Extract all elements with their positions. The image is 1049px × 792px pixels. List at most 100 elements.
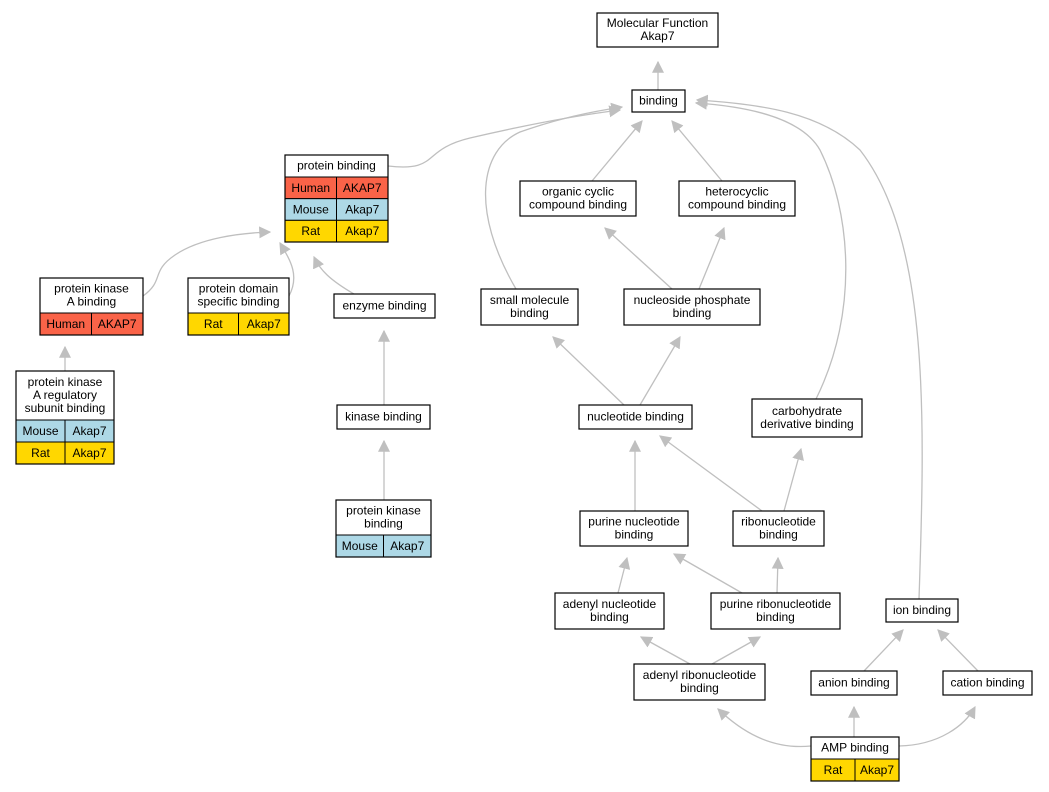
node-label: nucleotide binding: [587, 410, 684, 424]
node-border: [519, 180, 637, 217]
node-border: [333, 293, 436, 319]
gene-label: AKAP7: [343, 181, 382, 195]
node-background: [634, 664, 765, 700]
node-border: [480, 288, 579, 326]
node-label: subunit binding: [25, 401, 106, 415]
node-background: [733, 511, 824, 546]
node-label: binding: [759, 528, 798, 542]
node-label: small molecule: [490, 293, 570, 307]
node-border: [596, 12, 719, 48]
node-label: binding: [590, 610, 629, 624]
node-label: binding: [639, 94, 678, 108]
node-background: [597, 13, 718, 47]
edge-adenyl-ribonucleotide-binding-to-adenyl-nucleotide-binding: [639, 636, 691, 665]
edge-protein-kinase-a-binding-to-protein-binding: [142, 226, 272, 297]
node-label: binding: [673, 306, 712, 320]
node-binding[interactable]: binding: [631, 89, 686, 113]
node-cation-binding[interactable]: cation binding: [942, 670, 1033, 696]
species-label: Mouse: [342, 539, 378, 553]
node-label: cation binding: [950, 676, 1024, 690]
node-border: [336, 404, 431, 430]
node-background: [943, 671, 1032, 695]
edge-protein-binding-to-binding: [387, 105, 622, 168]
node-border: [810, 670, 898, 696]
edge-adenyl-nucleotide-binding-to-purine-nucleotide-binding: [617, 556, 631, 594]
gene-label: Akap7: [860, 763, 894, 777]
gene-label: Akap7: [390, 539, 424, 553]
node-label: ion binding: [893, 603, 951, 617]
edge-nucleotide-binding-to-nucleoside-phosphate-binding: [639, 335, 681, 406]
species-label: Human: [291, 181, 330, 195]
node-label: binding: [510, 306, 549, 320]
gene-label: Akap7: [72, 446, 106, 460]
node-border: [554, 592, 665, 630]
node-label: A regulatory: [33, 388, 97, 402]
node-anion-binding[interactable]: anion binding: [810, 670, 898, 696]
node-border: [942, 670, 1033, 696]
node-label: Molecular Function: [607, 16, 708, 30]
node-label: carbohydrate: [772, 404, 842, 418]
node-label: A binding: [67, 295, 116, 309]
node-label: AMP binding: [821, 741, 889, 755]
species-label: Rat: [824, 763, 843, 777]
edge-amp-binding-to-adenyl-ribonucleotide-binding: [717, 708, 812, 748]
node-border: [284, 154, 389, 243]
node-label: binding: [615, 528, 654, 542]
gene-label: AKAP7: [98, 317, 137, 331]
edge-amp-binding-to-cation-binding: [898, 705, 976, 747]
node-label: protein kinase: [54, 282, 129, 296]
node-label: binding: [364, 517, 403, 531]
node-border: [633, 663, 766, 701]
species-label: Human: [46, 317, 85, 331]
node-ion-binding[interactable]: ion binding: [885, 598, 959, 623]
node-label: heterocyclic: [705, 185, 768, 199]
node-label: adenyl ribonucleotide: [643, 668, 757, 682]
node-label: protein kinase: [346, 504, 421, 518]
edge-enzyme-binding-to-protein-binding: [313, 255, 355, 295]
edge-anion-binding-to-ion-binding: [863, 629, 904, 672]
node-background: [334, 294, 435, 318]
node-kinase-binding[interactable]: kinase binding: [336, 404, 431, 430]
node-enzyme-binding[interactable]: enzyme binding: [333, 293, 436, 319]
species-label: Rat: [31, 446, 50, 460]
node-background: [711, 593, 840, 629]
node-label: enzyme binding: [342, 299, 426, 313]
edge-carbohydrate-derivative-binding-to-binding: [694, 97, 847, 400]
node-label: protein binding: [297, 159, 376, 173]
edge-purine-ribonucleotide-binding-to-purine-nucleotide-binding: [672, 553, 743, 594]
node-label: specific binding: [197, 295, 279, 309]
node-label: binding: [756, 610, 795, 624]
node-nucleotide-binding[interactable]: nucleotide binding: [578, 404, 693, 430]
node-background: [580, 511, 688, 546]
gene-label: Akap7: [247, 317, 281, 331]
edge-ribonucleotide-binding-to-carbohydrate-derivative-binding: [783, 447, 804, 512]
node-label: binding: [680, 681, 719, 695]
node-border: [810, 736, 900, 782]
gene-label: Akap7: [72, 424, 106, 438]
node-label: derivative binding: [760, 417, 853, 431]
node-background: [520, 181, 636, 216]
node-border: [710, 592, 841, 630]
edge-layer: [59, 60, 979, 748]
node-border: [578, 404, 693, 430]
node-label: Akap7: [640, 29, 674, 43]
node-border: [335, 499, 432, 558]
